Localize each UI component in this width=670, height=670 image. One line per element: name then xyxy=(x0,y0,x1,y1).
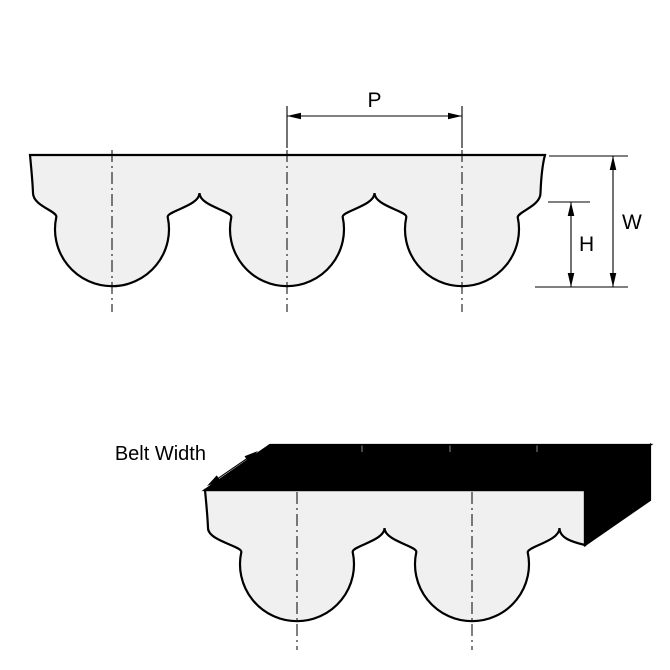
dimension-pitch: P xyxy=(286,89,463,148)
pitch-arrow-right-icon xyxy=(448,112,462,120)
height-label: H xyxy=(579,233,594,256)
profile-view: P W H xyxy=(28,89,642,312)
belt-width-label: Belt Width xyxy=(115,443,206,465)
belt-front-face xyxy=(203,488,587,623)
belt-top-face xyxy=(201,443,654,492)
belt-width-arrow-upper-icon xyxy=(244,451,258,462)
pitch-arrow-left-icon xyxy=(287,112,301,120)
dimension-belt-thickness: W xyxy=(535,155,642,288)
pitch-label: P xyxy=(367,89,381,112)
thickness-label: W xyxy=(622,211,642,234)
belt-end-face xyxy=(583,442,652,548)
isometric-view: Belt Width xyxy=(115,442,654,650)
height-arrow-top-icon xyxy=(567,202,575,216)
thickness-arrow-bottom-icon xyxy=(609,273,617,287)
dimension-tooth-height: H xyxy=(548,201,594,287)
height-arrow-bottom-icon xyxy=(567,273,575,287)
belt-width-arrow-lower-icon xyxy=(207,475,221,486)
dimension-belt-width: Belt Width xyxy=(115,443,258,486)
thickness-arrow-top-icon xyxy=(609,156,617,170)
